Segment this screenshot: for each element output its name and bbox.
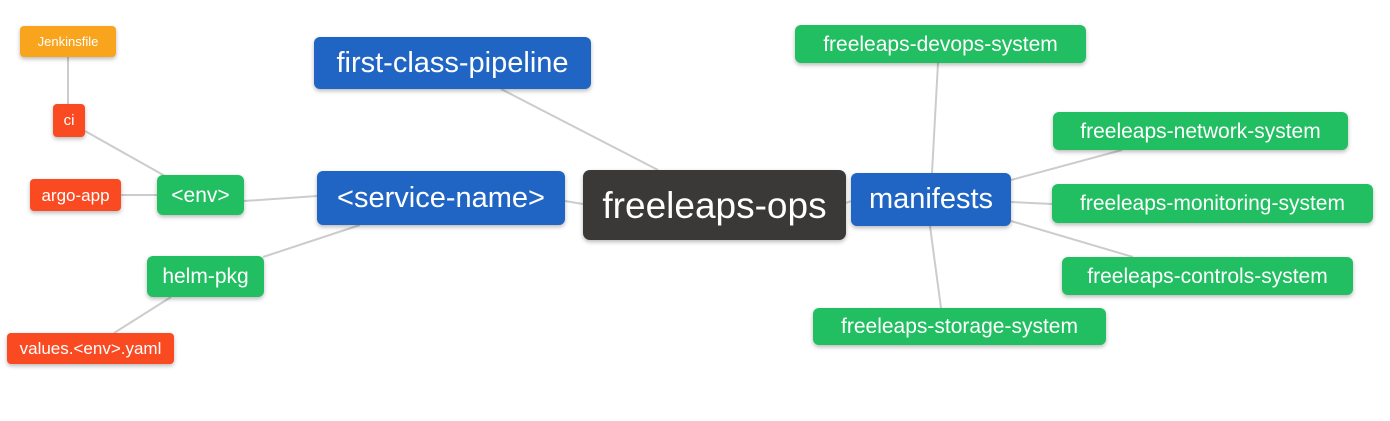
edge-manifests-devops bbox=[931, 62, 939, 174]
node-manifests[interactable]: manifests bbox=[851, 173, 1011, 226]
node-freeleaps-controls-system[interactable]: freeleaps-controls-system bbox=[1062, 257, 1353, 295]
edge-manifests-storage bbox=[929, 225, 942, 309]
node-freeleaps-storage-system[interactable]: freeleaps-storage-system bbox=[813, 308, 1106, 345]
edge-helm-pkg-service-name bbox=[262, 224, 361, 258]
edge-ci-env bbox=[84, 130, 166, 177]
node-root-freeleaps-ops[interactable]: freeleaps-ops bbox=[583, 170, 846, 240]
node-first-class-pipeline[interactable]: first-class-pipeline bbox=[314, 37, 591, 89]
node-ci[interactable]: ci bbox=[53, 104, 85, 137]
edge-manifests-monitoring bbox=[1010, 201, 1053, 205]
edge-service-name-root bbox=[564, 200, 584, 205]
node-freeleaps-network-system[interactable]: freeleaps-network-system bbox=[1053, 112, 1348, 150]
node-helm-pkg[interactable]: helm-pkg bbox=[147, 256, 264, 297]
node-service-name[interactable]: <service-name> bbox=[317, 171, 565, 225]
edge-manifests-network bbox=[1010, 149, 1123, 181]
node-argo-app[interactable]: argo-app bbox=[30, 179, 121, 211]
node-freeleaps-devops-system[interactable]: freeleaps-devops-system bbox=[795, 25, 1086, 63]
edge-values-helm-pkg bbox=[113, 296, 172, 334]
node-env[interactable]: <env> bbox=[157, 175, 244, 215]
edge-env-service-name bbox=[243, 195, 318, 202]
edge-pipeline-root bbox=[500, 88, 659, 171]
node-values-env-yaml[interactable]: values.<env>.yaml bbox=[7, 333, 174, 364]
node-freeleaps-monitoring-system[interactable]: freeleaps-monitoring-system bbox=[1052, 184, 1373, 223]
edge-manifests-controls bbox=[1010, 220, 1134, 258]
node-jenkinsfile[interactable]: Jenkinsfile bbox=[20, 26, 116, 57]
